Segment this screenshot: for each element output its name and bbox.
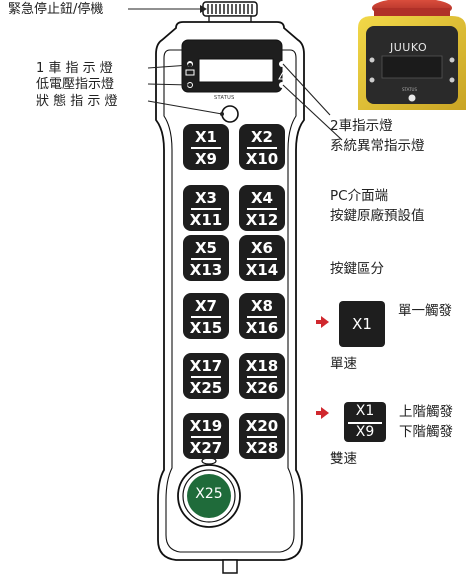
- factory-default-label: 按鍵原廠預設值: [330, 208, 425, 224]
- button-bottom-label: X11: [189, 211, 223, 229]
- button-top-label: X18: [245, 357, 279, 375]
- button-bottom-label: X14: [245, 261, 279, 279]
- system-error-dot: [279, 82, 285, 88]
- double-arrow-icon: [321, 407, 329, 419]
- button-top-label: X6: [250, 239, 273, 257]
- product-photo: JUUKO STATUS: [352, 0, 472, 110]
- button-divider: [247, 258, 277, 260]
- estop-label: 緊急停止鈕/停機: [8, 2, 104, 17]
- button-bottom-label: X12: [245, 211, 279, 229]
- button-top-label: X5: [194, 239, 217, 257]
- legend-double-desc-top: 上階觸發: [399, 404, 453, 420]
- legend-double-key-bottom: X9: [355, 424, 375, 440]
- button-top-label: X7: [194, 297, 217, 315]
- button-top-label: X3: [194, 189, 217, 207]
- button-bottom-label: X27: [189, 439, 223, 457]
- pc-interface-label: PC介面端: [330, 188, 389, 204]
- button-divider: [247, 316, 277, 318]
- button-divider: [247, 376, 277, 378]
- green-button-label: X25: [195, 486, 223, 502]
- button-bottom-label: X25: [189, 379, 223, 397]
- button-divider: [191, 376, 221, 378]
- car1-light-label: 1 車 指 示 燈: [36, 61, 113, 76]
- car2-light-dot: [279, 61, 285, 67]
- legend-double-desc-bottom: 下階觸發: [399, 424, 453, 440]
- photo-brand-text: JUUKO: [390, 41, 428, 54]
- button-divider: [191, 147, 221, 149]
- legend-single-key: X1: [339, 301, 385, 347]
- single-arrow-icon: [321, 316, 329, 328]
- button-bottom-label: X16: [245, 319, 279, 337]
- legend-double-key: X1 X9: [344, 402, 386, 442]
- low-voltage-label: 低電壓指示燈: [36, 77, 115, 92]
- button-divider: [247, 147, 277, 149]
- button-divider: [191, 436, 221, 438]
- button-top-label: X2: [250, 128, 273, 146]
- green-button-x25[interactable]: [187, 474, 231, 518]
- photo-status-text: STATUS: [402, 87, 418, 92]
- button-top-label: X8: [250, 297, 273, 315]
- button-top-label: X20: [245, 417, 279, 435]
- button-bottom-label: X9: [194, 150, 217, 168]
- device-status-text: STATUS: [214, 95, 235, 101]
- button-bottom-label: X28: [245, 439, 279, 457]
- legend-single-desc: 單一觸發: [398, 303, 452, 319]
- button-divider: [191, 258, 221, 260]
- button-divider: [247, 436, 277, 438]
- single-arrow-stem: [316, 320, 321, 324]
- button-bottom-label: X13: [189, 261, 223, 279]
- button-bottom-label: X15: [189, 319, 223, 337]
- car2-light-label: 2車指示燈: [330, 118, 393, 134]
- status-lamp: [221, 105, 239, 123]
- button-top-label: X4: [250, 189, 273, 207]
- double-arrow-stem: [316, 411, 321, 415]
- key-zones-label: 按鍵區分: [330, 261, 384, 277]
- legend-single-caption: 單速: [330, 356, 357, 372]
- display-window: [198, 58, 274, 83]
- system-error-label: 系統異常指示燈: [330, 138, 425, 154]
- legend-double-key-top: X1: [355, 403, 375, 419]
- button-bottom-label: X26: [245, 379, 279, 397]
- button-top-label: X17: [189, 357, 223, 375]
- strap-loop: [222, 559, 238, 574]
- button-divider: [247, 208, 277, 210]
- button-bottom-label: X10: [245, 150, 279, 168]
- estop-knob: [202, 1, 258, 25]
- legend-single-key-label: X1: [352, 315, 372, 333]
- button-divider: [191, 316, 221, 318]
- button-top-label: X1: [194, 128, 217, 146]
- status-light-label: 狀 態 指 示 燈: [36, 94, 118, 109]
- legend-double-caption: 雙速: [330, 451, 357, 467]
- button-divider: [191, 208, 221, 210]
- button-top-label: X19: [189, 417, 223, 435]
